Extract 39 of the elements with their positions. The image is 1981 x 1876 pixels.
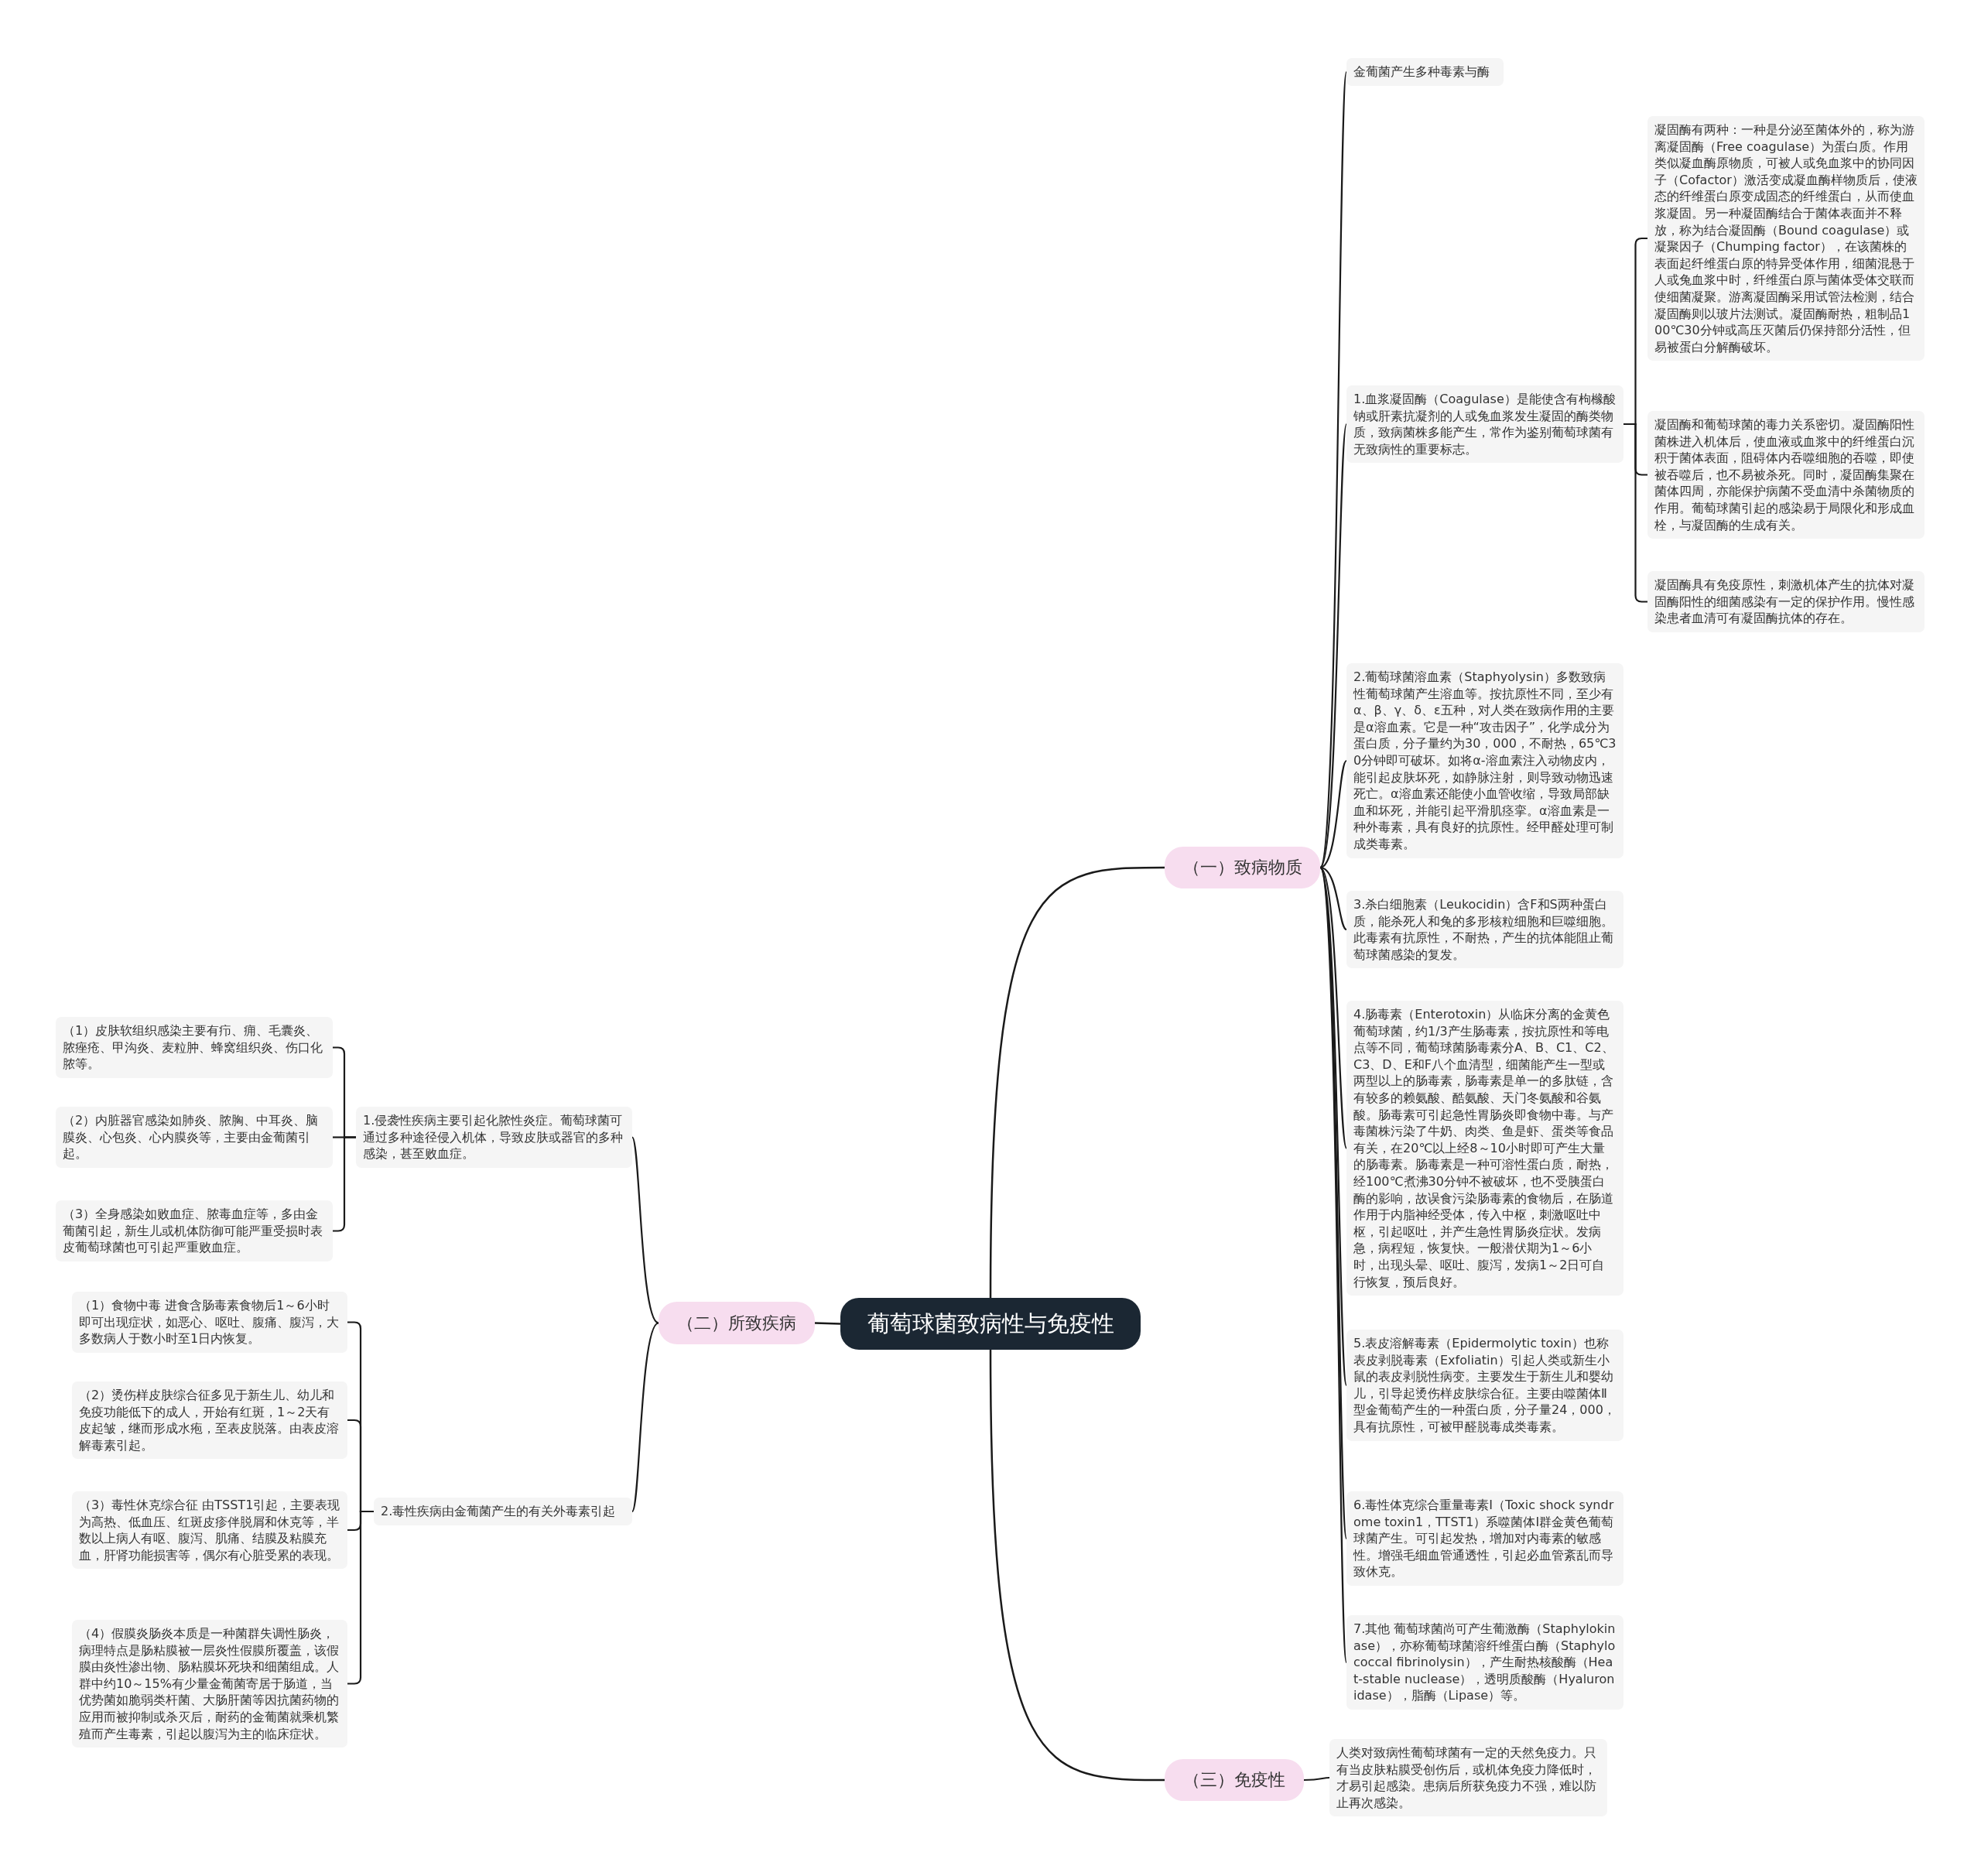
text-card: 2.毒性疾病由金葡菌产生的有关外毒素引起 <box>374 1498 632 1525</box>
connector-line <box>1319 760 1347 868</box>
branch-topic-box: （三）免疫性 <box>1165 1759 1304 1801</box>
text-card: 2.葡萄球菌溶血素（Staphyolysin）多数致病性葡萄球菌产生溶血等。按抗原性不同，至少有α、β、γ、δ、ε五种，对人类在致病作用的主要是α溶血素。它是一种“攻击因子”，化学成分为蛋白质，分子量约为30，000，不耐热，65℃30分钟即可破坏。如将α-溶血素注入动物皮内，能引起皮肤坏死，如静脉注射，则导致动物迅速死亡。α溶血素还能使小血管收缩，导致局部缺血和坏死，并能引起平滑肌痉挛。α溶血素是一种外毒素，具有良好的抗原性。经甲醛处理可制成类毒素。 <box>1346 663 1623 858</box>
connector-line <box>989 866 1165 1298</box>
text-card: 凝固酶具有免疫原性，刺激机体产生的抗体对凝固酶阳性的细菌感染有一定的保护作用。慢性感染患者血清可有凝固酶抗体的存在。 <box>1647 571 1925 632</box>
text-card: （1）皮肤软组织感染主要有疖、痈、毛囊炎、脓痤疮、甲沟炎、麦粒肿、蜂窝组织炎、伤口化脓等。 <box>56 1017 333 1078</box>
text-card: （2）烫伤样皮肤综合征多见于新生儿、幼儿和免疫功能低下的成人，开始有红斑，1～2天有皮起皱，继而形成水疱，至表皮脱落。由表皮溶解毒素引起。 <box>72 1381 347 1460</box>
branch-topic-box: （二）所致疾病 <box>659 1302 815 1344</box>
connector-line <box>1319 71 1348 868</box>
text-card: 1.血浆凝固酶（Coagulase）是能使含有枸橼酸钠或肝素抗凝剂的人或兔血浆发生凝固的酶类物质，致病菌株多能产生，常作为鉴别葡萄球菌有无致病性的重要标志。 <box>1346 385 1623 464</box>
text-card: （3）全身感染如败血症、脓毒血症等，多由金葡菌引起，新生儿或机体防御可能严重受损时表皮葡萄球菌也可引起严重败血症。 <box>56 1200 333 1262</box>
text-card: （2）内脏器官感染如肺炎、脓胸、中耳炎、脑膜炎、心包炎、心内膜炎等，主要由金葡菌引起。 <box>56 1107 333 1168</box>
connector-line <box>631 1137 659 1324</box>
text-card: 凝固酶有两种：一种是分泌至菌体外的，称为游离凝固酶（Free coagulase）为蛋白质。作用类似凝血酶原物质，可被人或免血浆中的协同因子（Cofactor）激活变成凝血酶样物质后，使液态的纤维蛋白原变成固态的纤维蛋白，从而使血浆凝固。另一种凝固酶结合于菌体表面并不释放，称为结合凝固酶（Bound coagulase）或凝聚因子（Chumping factor），在该菌株的表面起纤维蛋白原的特异受体作用，细菌混悬于人或兔血浆中时，纤维蛋白原与菌体受体交联而使细菌凝聚。游离凝固酶采用试管法检测，结合凝固酶则以玻片法测试。凝固酶耐热，粗制品100℃30分钟或高压灭菌后仍保持部分活性，但易被蛋白分解酶破坏。 <box>1647 116 1925 361</box>
text-card: 4.肠毒素（Enterotoxin）从临床分离的金黄色葡萄球菌，约1/3产生肠毒素，按抗原性和等电点等不同，葡萄球菌肠毒素分A、B、C1、C2、C3、D、E和F八个血清型，细菌能产生一型或两型以上的肠毒素，肠毒素是单一的多肽链，含有较多的赖氨酸、酷氨酸、天门冬氨酸和谷氨酸。肠毒素可引起急性胃肠炎即食物中毒。与产毒菌株污染了牛奶、肉类、鱼是虾、蛋类等食品有关，在20℃以上经8～10小时即可产生大量的肠毒素。肠毒素是一种可溶性蛋白质，耐热，经100℃煮沸30分钟不被破坏，也不受胰蛋白酶的影响，故误食污染肠毒素的食物后，在肠道作用于内脂神经受体，传入中枢，刺激呕吐中枢，引起呕吐，并产生急性胃肠炎症状。发病急，病程短，恢复快。一般潜伏期为1～6小时，出现头晕、呕吐、腹泻，发病1～2日可自行恢复，预后良好。 <box>1346 1001 1623 1296</box>
connector-line <box>1623 423 1647 603</box>
branch-topic-box: （一）致病物质 <box>1165 847 1320 888</box>
connector-line <box>1319 867 1348 1386</box>
text-card: 金葡菌产生多种毒素与酶 <box>1346 58 1504 86</box>
text-card: （3）毒性休克综合征 由TSST1引起，主要表现为高热、低血压、红斑皮疹伴脱屑和休克等，半数以上病人有呕、腹泻、肌痛、结膜及粘膜充血，肝肾功能损害等，偶尔有心脏受累的表现。 <box>72 1491 347 1570</box>
connector-line <box>1319 867 1348 1663</box>
connector-line <box>1319 423 1348 868</box>
text-card: 6.毒性体克综合重量毒素Ⅰ（Toxic shock syndrome toxin1，TTST1）系噬菌体Ⅰ群金黄色葡萄球菌产生。可引起发热，增加对内毒素的敏感性。增强毛细血管通透性，引起必血管紊乱而导致休克。 <box>1346 1491 1623 1586</box>
connector-line <box>814 1322 841 1325</box>
connector-line <box>631 1322 659 1512</box>
text-card: 5.表皮溶解毒素（Epidermolytic toxin）也称表皮剥脱毒素（Exfoliatin）引起人类或新生小鼠的表皮剥脱性病变。主要发生于新生儿和婴幼儿，引导起烫伤样皮肤综合征。主要由噬菌体Ⅱ型金葡萄产生的一种蛋白质，分子量24，000，具有抗原性，可被甲醛脱毒成类毒素。 <box>1346 1330 1623 1441</box>
text-card: 3.杀白细胞素（Leukocidin）含F和S两种蛋白质，能杀死人和兔的多形核粒细胞和巨噬细胞。此毒素有抗原性，不耐热，产生的抗体能阻止葡萄球菌感染的复发。 <box>1346 891 1623 969</box>
connector-line <box>1304 1776 1330 1782</box>
connector-line <box>1319 867 1348 1149</box>
text-card: 1.侵袭性疾病主要引起化脓性炎症。葡萄球菌可通过多种途径侵入机体，导致皮肤或器官的多种感染，甚至败血症。 <box>356 1107 632 1168</box>
text-card: （4）假膜炎肠炎本质是一种菌群失调性肠炎，病理特点是肠粘膜被一层炎性假膜所覆盖，该假膜由炎性渗出物、肠粘膜坏死块和细菌组成。人群中约10～15%有少量金葡菌寄居于肠道，当优势菌如脆弱类杆菌、大肠肝菌等因抗菌药物的应用而被抑制或杀灭后，耐药的金葡菌就乘机繁殖而产生毒素，引起以腹泻为主的临床症状。 <box>72 1620 347 1748</box>
text-card: 7.其他 葡萄球菌尚可产生葡激酶（Staphylokinase），亦称葡萄球菌溶纤维蛋白酶（Staphylococcal fibrinolysin），产生耐热核酸酶（Heat-stable nuclease），透明质酸酶（Hyaluronidase），脂酶（Lipase）等。 <box>1346 1615 1623 1710</box>
connector-line <box>989 1350 1165 1782</box>
central-topic-box: 葡萄球菌致病性与免疫性 <box>840 1298 1141 1350</box>
text-card: （1）食物中毒 进食含肠毒素食物后1～6小时即可出现症状，如恶心、呕吐、腹痛、腹泻，大多数病人于数小时至1日内恢复。 <box>72 1292 347 1353</box>
text-card: 人类对致病性葡萄球菌有一定的天然免疫力。只有当皮肤粘膜受创伤后，或机体免疫力降低时，才易引起感染。患病后所获免疫力不强，难以防止再次感染。 <box>1329 1739 1607 1817</box>
connector-line <box>1319 866 1347 930</box>
text-card: 凝固酶和葡萄球菌的毒力关系密切。凝固酶阳性菌株进入机体后，使血液或血浆中的纤维蛋白沉积于菌体表面，阻碍体内吞噬细胞的吞噬，即使被吞噬后，也不易被杀死。同时，凝固酶集聚在菌体四周，亦能保护病菌不受血清中杀菌物质的作用。葡萄球菌引起的感染易于局限化和形成血栓，与凝固酶的生成有关。 <box>1647 411 1925 539</box>
